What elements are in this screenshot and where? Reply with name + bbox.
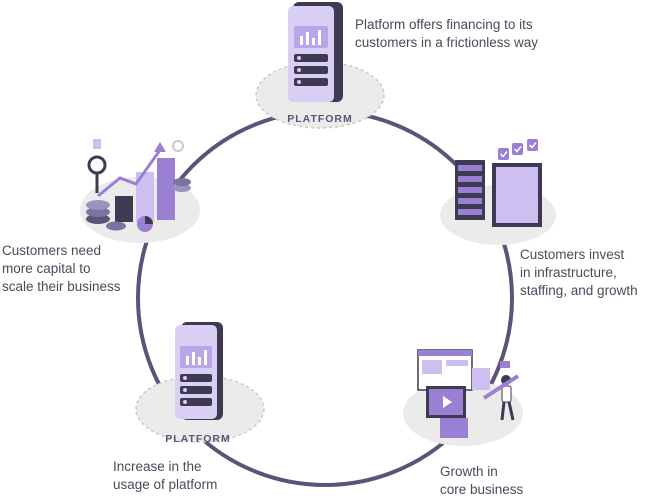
phone-list-row <box>294 78 328 86</box>
step-caption-capital: Customers need more capital to scale the… <box>2 243 121 294</box>
step-caption-growth: Growth in core business <box>440 464 524 497</box>
web-window-tile <box>422 360 442 374</box>
check-tile-icon <box>498 148 509 160</box>
person-leg <box>500 401 506 421</box>
pie-slice <box>145 216 153 224</box>
growth-illustration <box>403 349 523 446</box>
stack-box <box>472 368 490 390</box>
phone-chart-bar <box>192 352 195 365</box>
infrastructure-illustration <box>440 139 556 245</box>
phone-list-dot <box>183 376 187 380</box>
gear-icon <box>172 140 184 152</box>
server-unit <box>458 198 482 204</box>
phone-list-row <box>180 398 212 406</box>
chat-bubble-icon <box>500 361 510 368</box>
coin-stack <box>106 221 126 231</box>
phone-list-row <box>180 374 212 382</box>
platform-badge-top: PLATFORM <box>287 113 353 125</box>
phone-list-dot <box>183 400 187 404</box>
check-icon <box>513 146 522 153</box>
coin-stack <box>86 207 110 217</box>
phone-chart-bar <box>198 357 201 365</box>
step-caption-invest: Customers invest in infrastructure, staf… <box>520 247 638 298</box>
platform-phone-top: PLATFORM <box>255 2 385 129</box>
trend-line <box>97 149 162 198</box>
phone-chart-bar <box>312 38 315 45</box>
step-caption-usage: Increase in the usage of platform <box>113 459 218 492</box>
capital-illustration <box>80 139 200 243</box>
phone-chart-bar <box>186 356 189 365</box>
coin-stack <box>173 184 191 192</box>
bar-column <box>136 172 154 222</box>
phone-list-row <box>294 54 328 62</box>
phone-list-dot <box>297 80 301 84</box>
phone-list-row <box>294 66 328 74</box>
platform-phone-bottom: PLATFORM <box>135 322 265 445</box>
bar-column <box>115 196 133 222</box>
phone-chart-card <box>294 26 328 48</box>
phone-chart-bar <box>204 350 207 365</box>
server-unit <box>458 176 482 182</box>
trend-arrow-icon <box>154 142 166 152</box>
coin-stack <box>86 214 110 224</box>
phone-chart-bar <box>306 32 309 45</box>
coin-stack <box>86 200 110 210</box>
server-unit <box>458 209 482 215</box>
play-icon <box>443 396 452 408</box>
phone-chart-card <box>180 346 212 368</box>
web-window-titlebar <box>418 350 472 356</box>
phone-list-row <box>180 386 212 394</box>
server-unit <box>458 187 482 193</box>
check-icon <box>528 142 537 149</box>
document-icon <box>93 139 101 149</box>
phone-list-dot <box>297 56 301 60</box>
person-body <box>501 385 512 403</box>
bar-column <box>157 158 175 220</box>
monitor-screen <box>496 167 538 223</box>
phone-list-dot <box>297 68 301 72</box>
web-window-tile <box>446 360 468 366</box>
server-unit <box>458 165 482 171</box>
check-tile-icon <box>527 139 538 151</box>
phone-chart-bar <box>300 36 303 45</box>
phone-chart-bar <box>318 30 321 45</box>
person-leg <box>507 401 515 421</box>
pencil <box>482 374 520 400</box>
platform-badge-bottom: PLATFORM <box>165 433 231 445</box>
phone-list-dot <box>183 388 187 392</box>
check-tile-icon <box>512 143 523 155</box>
check-icon <box>499 151 508 158</box>
package-box <box>440 418 468 438</box>
step-caption-financing: Platform offers financing to its custome… <box>355 17 539 50</box>
coin-stack <box>173 178 191 186</box>
magnifier-icon <box>87 155 107 175</box>
